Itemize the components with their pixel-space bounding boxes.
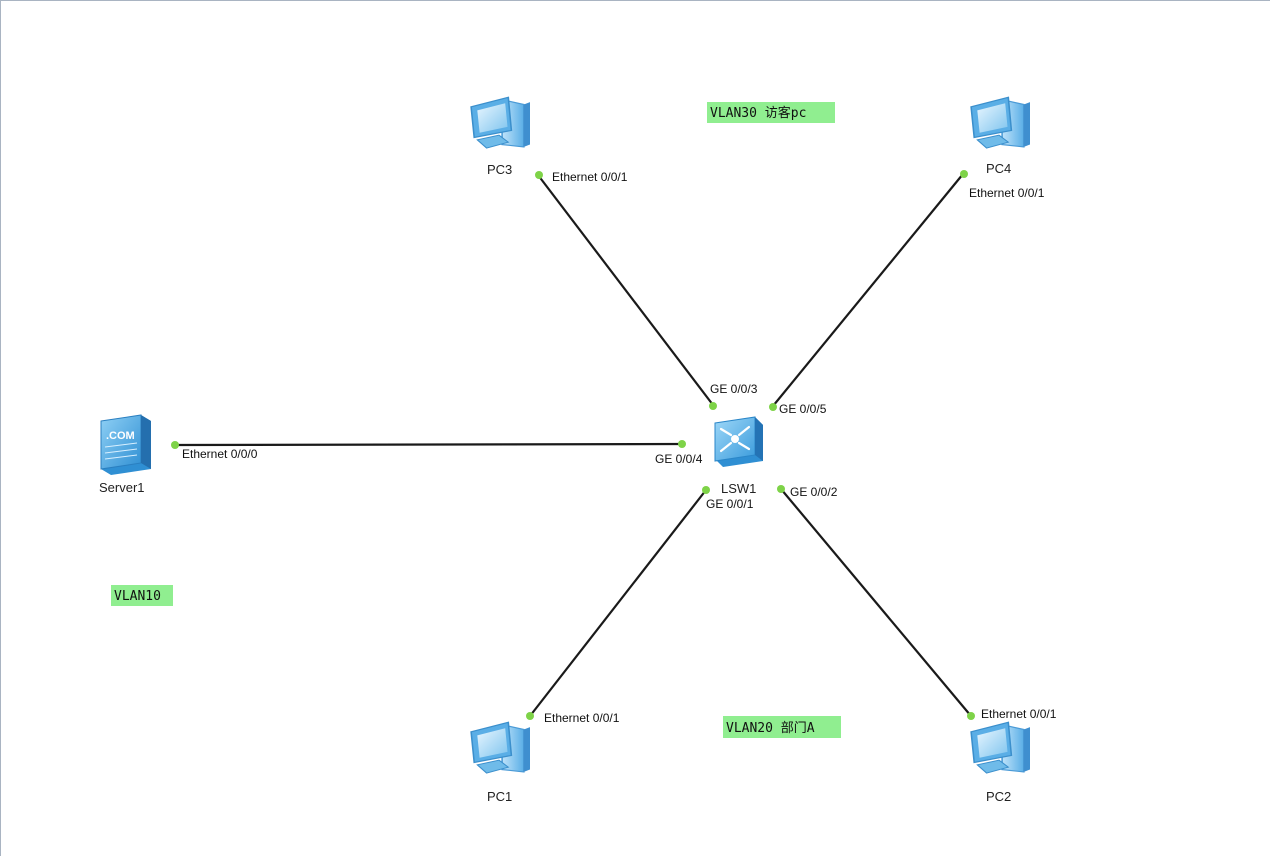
link-pc2-lsw1[interactable] (780, 488, 972, 717)
pc-icon (470, 721, 531, 774)
device-pc3[interactable]: PC3 (470, 96, 531, 177)
device-lsw1[interactable]: LSW1 (714, 416, 763, 496)
note-text-vlan10: VLAN10 (114, 589, 161, 604)
port-label-ge5: GE 0/0/5 (779, 402, 827, 416)
device-pc1[interactable]: PC1 (470, 721, 531, 804)
port-dots (171, 170, 975, 720)
port-dot-server1 (171, 441, 179, 449)
note-vlan30[interactable]: VLAN30 访客pc (707, 102, 835, 123)
device-label-pc3: PC3 (487, 162, 512, 177)
device-label-pc2: PC2 (986, 789, 1011, 804)
server-badge: .COM (106, 430, 135, 442)
port-label-ge3: GE 0/0/3 (710, 382, 758, 396)
port-dot-ge5 (769, 403, 777, 411)
port-label-ge1: GE 0/0/1 (706, 497, 754, 511)
device-label-lsw1: LSW1 (721, 481, 756, 496)
port-label-pc2: Ethernet 0/0/1 (981, 707, 1057, 721)
port-dot-pc3 (535, 171, 543, 179)
link-pc3-lsw1[interactable] (537, 174, 714, 406)
note-vlan10[interactable]: VLAN10 (111, 585, 173, 606)
links (174, 173, 972, 717)
pc-icon (970, 721, 1031, 774)
port-label-ge2: GE 0/0/2 (790, 485, 838, 499)
port-label-server1: Ethernet 0/0/0 (182, 447, 258, 461)
device-label-server1: Server1 (99, 480, 145, 495)
pc-icon (470, 96, 531, 149)
port-labels: Ethernet 0/0/1 Ethernet 0/0/1 Ethernet 0… (182, 170, 1057, 725)
link-pc4-lsw1[interactable] (772, 173, 964, 407)
port-dot-ge3 (709, 402, 717, 410)
switch-icon (714, 416, 763, 467)
device-label-pc4: PC4 (986, 161, 1011, 176)
port-dot-ge2 (777, 485, 785, 493)
port-label-pc1: Ethernet 0/0/1 (544, 711, 620, 725)
device-server1[interactable]: .COM Server1 (99, 414, 151, 495)
port-dot-pc4 (960, 170, 968, 178)
device-pc2[interactable]: PC2 (970, 721, 1031, 804)
port-label-pc3: Ethernet 0/0/1 (552, 170, 628, 184)
pc-icon (970, 96, 1031, 149)
port-dot-pc1 (526, 712, 534, 720)
port-dot-ge4 (678, 440, 686, 448)
device-label-pc1: PC1 (487, 789, 512, 804)
server-icon: .COM (100, 414, 151, 475)
note-vlan20[interactable]: VLAN20 部门A (723, 716, 841, 738)
port-label-ge4: GE 0/0/4 (655, 452, 703, 466)
device-pc4[interactable]: PC4 (970, 96, 1031, 176)
port-dot-ge1 (702, 486, 710, 494)
port-label-pc4: Ethernet 0/0/1 (969, 186, 1045, 200)
note-text-vlan20: VLAN20 部门A (726, 721, 815, 736)
port-dot-pc2 (967, 712, 975, 720)
link-server1-lsw1[interactable] (174, 442, 684, 447)
note-text-vlan30: VLAN30 访客pc (710, 105, 806, 121)
link-pc1-lsw1[interactable] (529, 489, 707, 717)
